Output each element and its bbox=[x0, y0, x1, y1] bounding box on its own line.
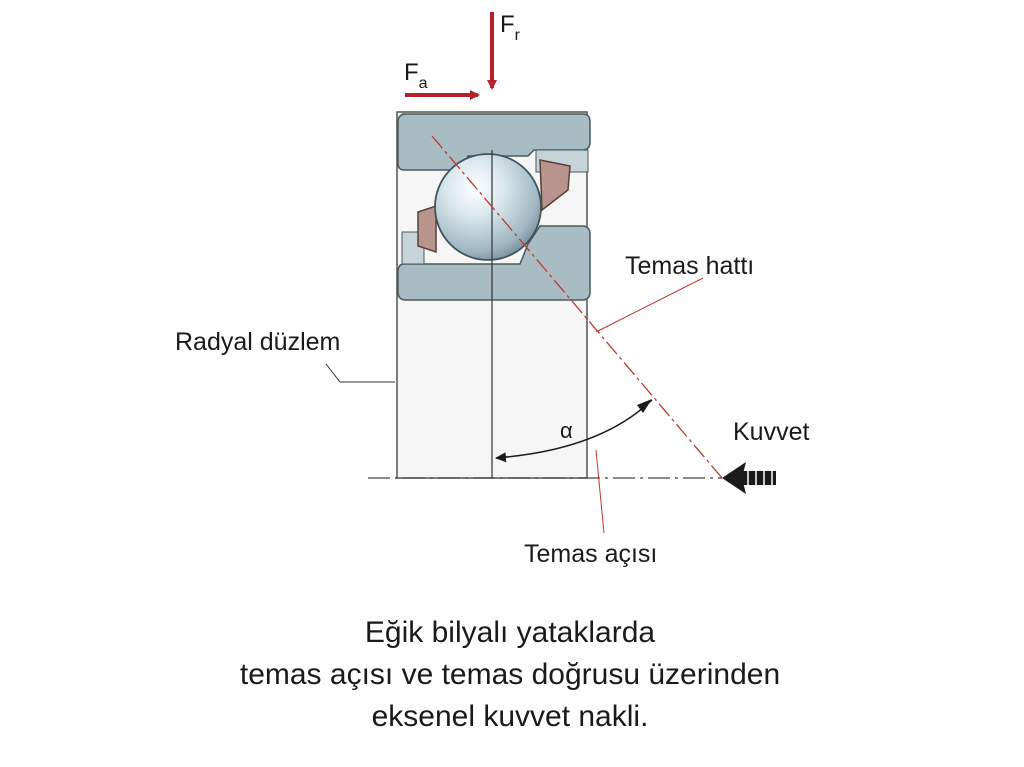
radial-plane-label: Radyal düzlem bbox=[175, 328, 340, 356]
inner-ring bbox=[397, 225, 591, 301]
angle-arc-arrowhead bbox=[637, 399, 652, 413]
external-force-arrow bbox=[722, 462, 776, 494]
ball bbox=[434, 153, 542, 261]
axial-force-subscript: a bbox=[419, 75, 428, 92]
force-label: Kuvvet bbox=[733, 418, 809, 446]
caption-line-2: temas açısı ve temas doğrusu üzerinden bbox=[239, 658, 781, 691]
caption: Eğik bilyalı yataklarda temas açısı ve t… bbox=[120, 612, 900, 738]
contact-line-leader bbox=[595, 277, 704, 333]
caption-line-1: Eğik bilyalı yataklarda bbox=[364, 616, 656, 649]
axial-force-label: Fa bbox=[404, 59, 428, 92]
cage-right bbox=[539, 159, 571, 212]
radial-force-label: Fr bbox=[500, 11, 521, 44]
caption-line-3: eksenel kuvvet nakli. bbox=[371, 700, 649, 733]
contact-angle-leader bbox=[595, 449, 605, 534]
radial-plane-leader bbox=[325, 363, 395, 383]
angle-arc bbox=[495, 399, 653, 463]
radial-force-subscript: r bbox=[515, 27, 521, 44]
contact-line-label: Temas hattı bbox=[625, 252, 754, 280]
alpha-label: α bbox=[560, 418, 573, 443]
contact-line bbox=[431, 135, 723, 479]
contact-angle-label: Temas açısı bbox=[524, 540, 657, 568]
cage-left bbox=[417, 204, 437, 254]
